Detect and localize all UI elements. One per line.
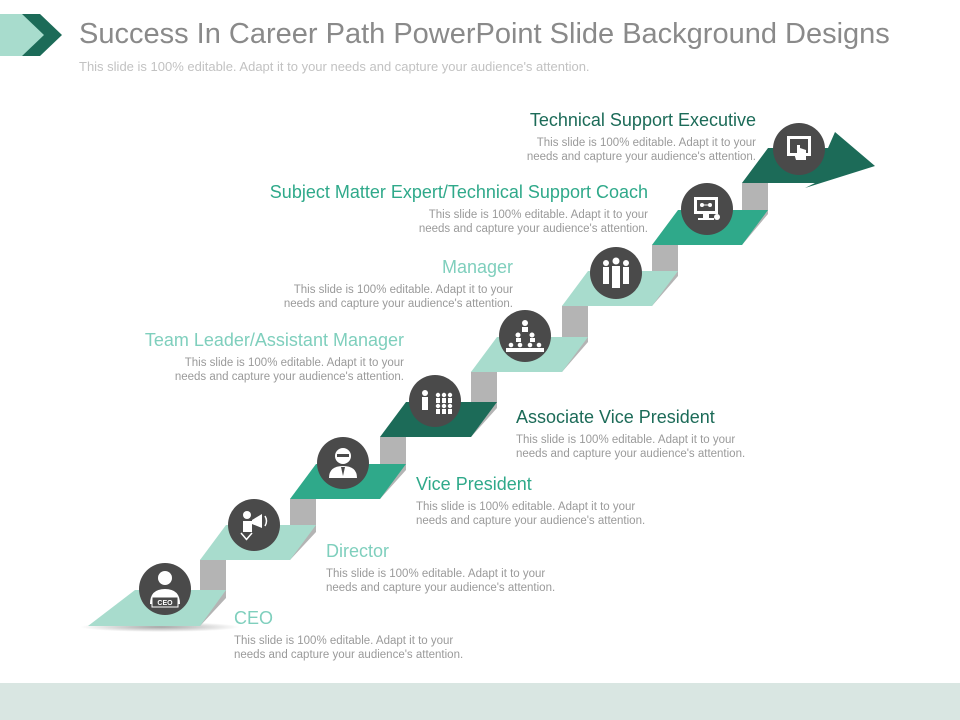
step-description: This slide is 100% editable. Adapt it to… <box>326 568 556 594</box>
chevron-dark <box>22 14 62 56</box>
step-label-team-leader: Team Leader/Assistant Manager This slide… <box>145 329 404 384</box>
step-label-ceo: CEO This slide is 100% editable. Adapt i… <box>234 607 463 662</box>
footer-band <box>0 683 960 720</box>
step-description: This slide is 100% editable. Adapt it to… <box>174 357 404 383</box>
touch-screen-icon <box>773 123 825 175</box>
step-description: This slide is 100% editable. Adapt it to… <box>418 209 648 235</box>
ceo-person-icon: CEO <box>139 563 191 615</box>
businessman-icon <box>317 437 369 489</box>
step-description: This slide is 100% editable. Adapt it to… <box>526 137 756 163</box>
step-label-technical-support-executive: Technical Support Executive This slide i… <box>527 109 756 164</box>
step-title: Team Leader/Assistant Manager <box>144 330 404 350</box>
step-description: This slide is 100% editable. Adapt it to… <box>416 501 646 527</box>
step-label-manager: Manager This slide is 100% editable. Ada… <box>284 256 513 311</box>
step-description: This slide is 100% editable. Adapt it to… <box>283 284 513 310</box>
page-subtitle: This slide is 100% editable. Adapt it to… <box>79 59 590 74</box>
step-title: Associate Vice President <box>516 407 715 427</box>
step-title: CEO <box>234 608 274 628</box>
step-description: This slide is 100% editable. Adapt it to… <box>516 434 746 460</box>
step-title: Vice President <box>416 474 532 494</box>
svg-text:CEO: CEO <box>157 600 173 607</box>
step-title: Manager <box>441 257 513 277</box>
step-description: This slide is 100% editable. Adapt it to… <box>234 635 464 661</box>
presenter-team-icon <box>409 375 461 427</box>
hierarchy-group-icon <box>499 310 551 362</box>
step-label-associate-vice-president: Associate Vice President This slide is 1… <box>516 406 745 461</box>
team-group-icon <box>590 247 642 299</box>
step-title: Subject Matter Expert/Technical Support … <box>269 182 648 202</box>
step-title: Director <box>326 541 390 561</box>
header-chevron-decoration <box>0 14 62 56</box>
step-label-subject-matter-expert: Subject Matter Expert/Technical Support … <box>270 181 648 236</box>
step-label-director: Director This slide is 100% editable. Ad… <box>326 540 555 595</box>
page-title: Success In Career Path PowerPoint Slide … <box>79 18 890 50</box>
step-label-vice-president: Vice President This slide is 100% editab… <box>416 473 645 528</box>
step-title: Technical Support Executive <box>529 110 756 130</box>
computer-support-icon <box>681 183 733 235</box>
megaphone-person-icon <box>228 499 280 551</box>
